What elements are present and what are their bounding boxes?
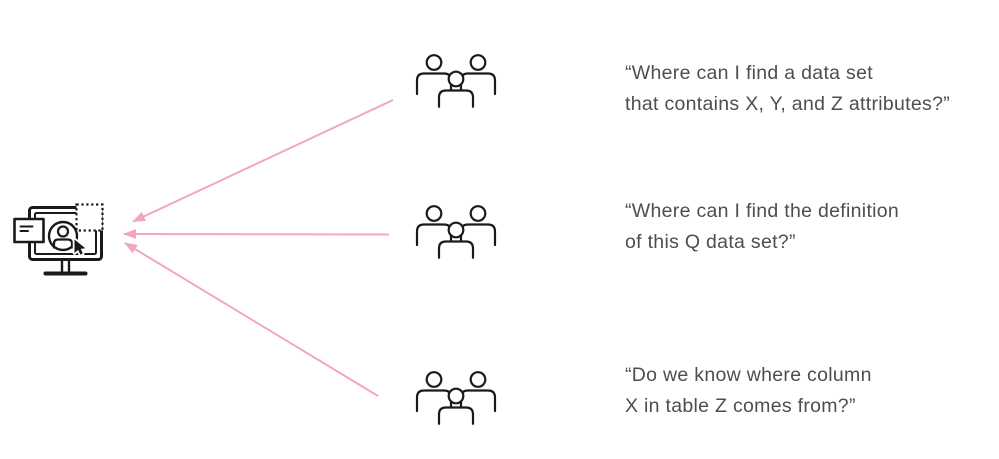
arrow-from-group-1	[132, 99, 394, 223]
monitor-with-user-profile-icon	[13, 196, 105, 282]
quote-line: of this Q data set?”	[625, 231, 796, 253]
user-group-icon	[415, 371, 497, 425]
quote-line: “Where can I find the definition	[625, 200, 900, 222]
user-avatar-icon	[47, 220, 79, 252]
cursor-icon	[74, 239, 86, 255]
arrow-from-group-2	[123, 229, 390, 240]
monitor-icon-svg	[13, 203, 104, 276]
three-person-user-group-icon	[414, 53, 498, 108]
three-person-user-group-icon	[414, 204, 498, 259]
dotted-selection-icon	[75, 203, 104, 232]
arrow-from-group-3	[124, 242, 379, 397]
three-person-user-group-icon	[414, 370, 498, 425]
user-group-icon	[415, 205, 497, 259]
user-group-icon	[415, 54, 497, 108]
profile-card-icon	[13, 217, 45, 244]
quote-line: that contains X, Y, and Z attributes?”	[625, 93, 951, 115]
avatar-head	[56, 225, 70, 238]
quote-line: “Where can I find a data set	[625, 62, 873, 84]
quote-line: X in table Z comes from?”	[625, 395, 856, 417]
user-quote-3: “Do we know where column X in table Z co…	[625, 360, 872, 422]
avatar-shoulders	[52, 238, 74, 249]
user-quote-1: “Where can I find a data set that contai…	[625, 58, 950, 120]
user-quote-2: “Where can I find the definition of this…	[625, 196, 899, 258]
quote-line: “Do we know where column	[625, 364, 872, 386]
